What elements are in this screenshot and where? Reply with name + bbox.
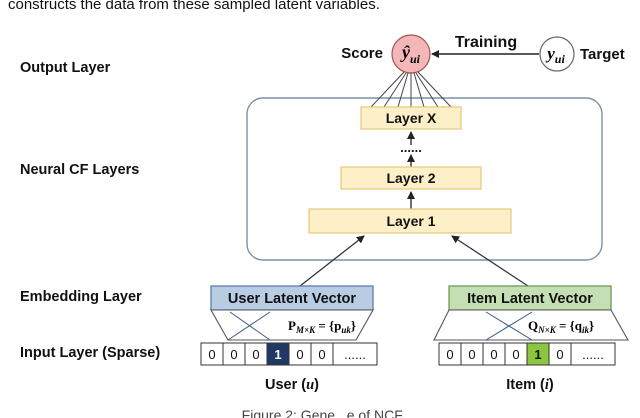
layer-ellipsis: ......: [400, 140, 422, 155]
layer-2-label: Layer 2: [386, 170, 435, 186]
item-cell-value: 1: [534, 347, 541, 362]
target-symbol: yui: [545, 44, 565, 66]
item-cell-value: 0: [468, 347, 475, 362]
user-cell-value: ......: [344, 347, 366, 362]
user-cell-value: 0: [318, 347, 325, 362]
input-layer-label: Input Layer (Sparse): [20, 345, 160, 361]
user-projection-frame: [210, 309, 374, 341]
layer-x-label: Layer X: [386, 110, 437, 126]
user-cell-value: 0: [208, 347, 215, 362]
user-cell-value: 1: [274, 347, 281, 362]
item-latent-vector-box: [448, 285, 612, 311]
top-caption: constructs the data from these sampled l…: [8, 0, 380, 13]
item-cell-value: ......: [582, 347, 604, 362]
layer-2-box: [340, 166, 482, 190]
embedding-layer-label: Embedding Layer: [20, 289, 142, 305]
neural-cf-layers-label: Neural CF Layers: [20, 162, 139, 178]
user-cell-value: 0: [252, 347, 259, 362]
item-cell-value: 0: [490, 347, 497, 362]
user-latent-vector-box: [210, 285, 374, 311]
layer-1-label: Layer 1: [386, 213, 435, 229]
target-node: [539, 36, 575, 72]
user-matrix-formula: PM×K = {puk}: [288, 318, 356, 335]
user-cross-line-a: [227, 311, 271, 341]
item-matrix-formula: QN×K = {qik}: [528, 318, 594, 335]
item-cell-value: 0: [446, 347, 453, 362]
item-cell-value: 0: [556, 347, 563, 362]
target-label: Target: [580, 46, 625, 63]
figure-caption: Figure 2: Gene...e of NCF ...: [242, 407, 419, 418]
item-input-label: Item (i): [506, 377, 554, 393]
training-label: Training: [455, 34, 517, 51]
user-latent-vector-label: User Latent Vector: [228, 291, 356, 307]
item-cell: [570, 342, 616, 366]
user-cross-line-b: [229, 311, 271, 341]
arrow-user-embedding-to-layer1: [299, 235, 365, 287]
user-cell-value: 0: [230, 347, 237, 362]
item-cross-line-b: [485, 311, 533, 341]
layer-x-box: [360, 106, 462, 130]
prediction-symbol: ŷui: [400, 42, 421, 66]
item-projection-frame: [433, 309, 629, 341]
arrow-item-embedding-to-layer1: [451, 235, 529, 287]
output-fan-lines: [370, 71, 452, 108]
layer-1-box: [308, 208, 512, 234]
user-cell-value: 0: [296, 347, 303, 362]
output-layer-label: Output Layer: [20, 60, 111, 76]
score-label: Score: [341, 45, 383, 62]
user-input-label: User (u): [265, 377, 319, 393]
item-cell-value: 0: [512, 347, 519, 362]
item-latent-vector-label: Item Latent Vector: [467, 291, 593, 307]
user-cell: [332, 342, 378, 366]
